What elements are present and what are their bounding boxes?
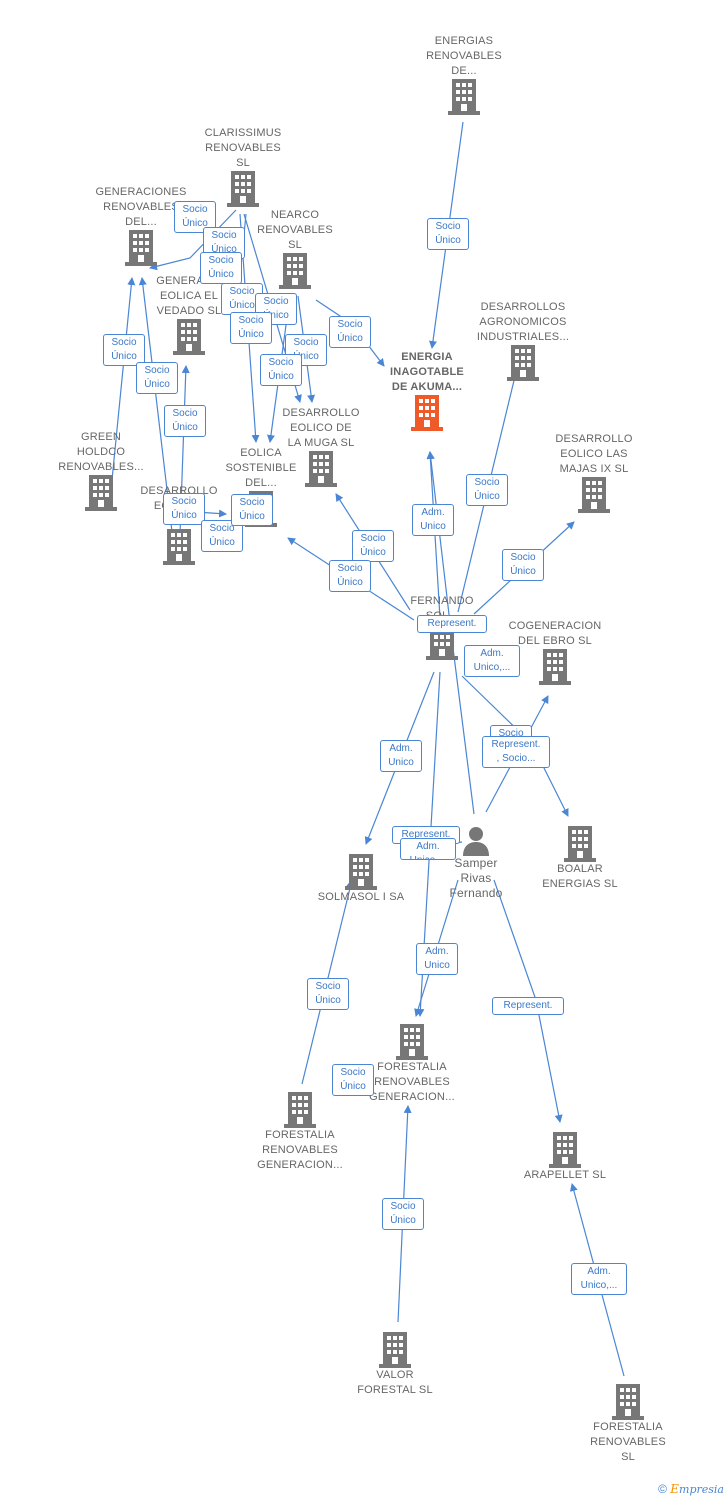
node-label: COGENERACION DEL EBRO SL: [508, 620, 602, 647]
building-icon: [345, 854, 377, 890]
building-icon: [305, 451, 337, 487]
building-icon: [396, 1024, 428, 1060]
edge-label[interactable]: Socio Único: [260, 354, 302, 386]
building-icon: [507, 345, 539, 381]
building-icon: [578, 477, 610, 513]
edge-label[interactable]: Socio Único: [382, 1198, 424, 1230]
node-label: GENERACIONES RENOVABLES DEL...: [95, 186, 187, 228]
building-icon: [539, 649, 571, 685]
edge-label[interactable]: Adm. Unico,...: [464, 645, 520, 677]
node-label: VALOR FORESTAL SL: [357, 1369, 433, 1396]
edge-label[interactable]: Socio Único: [201, 520, 243, 552]
edge-label[interactable]: Socio Único: [231, 494, 273, 526]
node-label: DESARROLLOS AGRONOMICOS INDUSTRIALES...: [476, 301, 570, 343]
node-arapellet[interactable]: ARAPELLET SL: [500, 1132, 630, 1183]
edge-label[interactable]: Represent.: [417, 615, 487, 633]
node-boalar[interactable]: BOALAR ENERGIAS SL: [515, 826, 645, 892]
node-label: DESARROLLO EOLICO LAS MAJAS IX SL: [555, 433, 633, 475]
node-desarrollos-agronomicos[interactable]: DESARROLLOS AGRONOMICOS INDUSTRIALES...: [458, 300, 588, 381]
building-icon: [448, 79, 480, 115]
edge-label[interactable]: Represent. , Socio...: [482, 736, 550, 768]
edge-label[interactable]: Socio Único: [502, 549, 544, 581]
edge-label[interactable]: Represent.: [492, 997, 564, 1015]
edge-label[interactable]: Adm. Unico: [380, 740, 422, 772]
node-label: EOLICA SOSTENIBLE DEL...: [225, 447, 297, 489]
node-cogeneracion[interactable]: COGENERACION DEL EBRO SL: [490, 619, 620, 685]
node-label: FORESTALIA RENOVABLES GENERACION...: [369, 1061, 455, 1103]
node-energia-inagotable[interactable]: ENERGIA INAGOTABLE DE AKUMA...: [362, 350, 492, 431]
node-nearco[interactable]: NEARCO RENOVABLES SL: [230, 208, 360, 289]
building-icon: [125, 230, 157, 266]
edge-label[interactable]: Socio Único: [329, 560, 371, 592]
node-label: Samper Rivas Fernando: [449, 856, 503, 900]
brand-name: mpresia: [679, 1483, 724, 1496]
building-icon: [411, 395, 443, 431]
node-forestalia-left[interactable]: FORESTALIA RENOVABLES GENERACION...: [235, 1092, 365, 1173]
node-clarissimus[interactable]: CLARISSIMUS RENOVABLES SL: [178, 126, 308, 207]
building-icon: [612, 1384, 644, 1420]
node-desarrollo-muga[interactable]: DESARROLLO EOLICO DE LA MUGA SL: [256, 406, 386, 487]
node-solmasol[interactable]: SOLMASOL I SA: [296, 854, 426, 905]
edge-label[interactable]: Socio Único: [466, 474, 508, 506]
node-label: CLARISSIMUS RENOVABLES SL: [204, 127, 282, 169]
edge-label[interactable]: Socio Único: [200, 252, 242, 284]
edge-green-generaciones: [111, 277, 136, 481]
building-icon: [549, 1132, 581, 1168]
building-icon: [279, 253, 311, 289]
node-label: FORESTALIA RENOVABLES SL: [590, 1421, 666, 1463]
edge-label[interactable]: Adm. Unico: [416, 943, 458, 975]
edge-label[interactable]: Adm. Unico,...: [571, 1263, 627, 1295]
edge-label[interactable]: Socio Único: [163, 493, 205, 525]
building-icon: [173, 319, 205, 355]
building-icon: [163, 529, 195, 565]
edge-label[interactable]: Socio Único: [329, 316, 371, 348]
edge-label[interactable]: Socio Único: [230, 312, 272, 344]
edge-clarissimus-generaciones: [149, 209, 237, 271]
edge-label[interactable]: Socio Único: [332, 1064, 374, 1096]
node-label: GREEN HOLDCO RENOVABLES...: [58, 431, 144, 473]
edge-label[interactable]: Adm. Unico: [412, 504, 454, 536]
node-label: DESARROLLO EOLICO DE LA MUGA SL: [282, 407, 360, 449]
building-icon: [85, 475, 117, 511]
node-valor-forestal[interactable]: VALOR FORESTAL SL: [330, 1332, 460, 1398]
edge-label[interactable]: Socio Único: [427, 218, 469, 250]
node-label: BOALAR ENERGIAS SL: [542, 863, 618, 890]
node-generac-eolica[interactable]: GENERAC... EOLICA EL VEDADO SL: [124, 274, 254, 355]
edge-desarrollos-generaciones: [138, 277, 173, 533]
node-label: FORESTALIA RENOVABLES GENERACION...: [257, 1129, 343, 1171]
edge-label[interactable]: Socio Único: [352, 530, 394, 562]
node-label: ENERGIAS RENOVABLES DE...: [426, 35, 502, 77]
node-forestalia-center[interactable]: FORESTALIA RENOVABLES GENERACION...: [347, 1024, 477, 1105]
edge-label[interactable]: Socio Único: [103, 334, 145, 366]
edge-label[interactable]: Socio Único: [307, 978, 349, 1010]
person-icon: [463, 827, 489, 856]
edge-label[interactable]: Socio Único: [164, 405, 206, 437]
node-green-holdco[interactable]: GREEN HOLDCO RENOVABLES...: [36, 430, 166, 511]
node-label: SOLMASOL I SA: [317, 891, 405, 903]
edge-label[interactable]: Adm. Unico,...: [400, 838, 456, 860]
edge-label[interactable]: Socio Único: [136, 362, 178, 394]
node-samper-rivas[interactable]: Samper Rivas Fernando: [411, 826, 541, 901]
node-label: ENERGIA INAGOTABLE DE AKUMA...: [390, 351, 464, 393]
building-icon: [564, 826, 596, 862]
brand-logo: © Empresia: [658, 1482, 724, 1496]
node-generaciones[interactable]: GENERACIONES RENOVABLES DEL...: [76, 185, 206, 266]
building-icon: [379, 1332, 411, 1368]
node-forestalia-sl[interactable]: FORESTALIA RENOVABLES SL: [563, 1384, 693, 1465]
node-label: NEARCO RENOVABLES SL: [257, 209, 333, 251]
node-energias-renovables[interactable]: ENERGIAS RENOVABLES DE...: [399, 34, 529, 115]
building-icon: [227, 171, 259, 207]
brand-e: E: [670, 1482, 680, 1496]
node-majas-ix[interactable]: DESARROLLO EOLICO LAS MAJAS IX SL: [529, 432, 659, 513]
node-label: ARAPELLET SL: [523, 1169, 607, 1181]
copyright-symbol: ©: [658, 1482, 667, 1496]
building-icon: [284, 1092, 316, 1128]
